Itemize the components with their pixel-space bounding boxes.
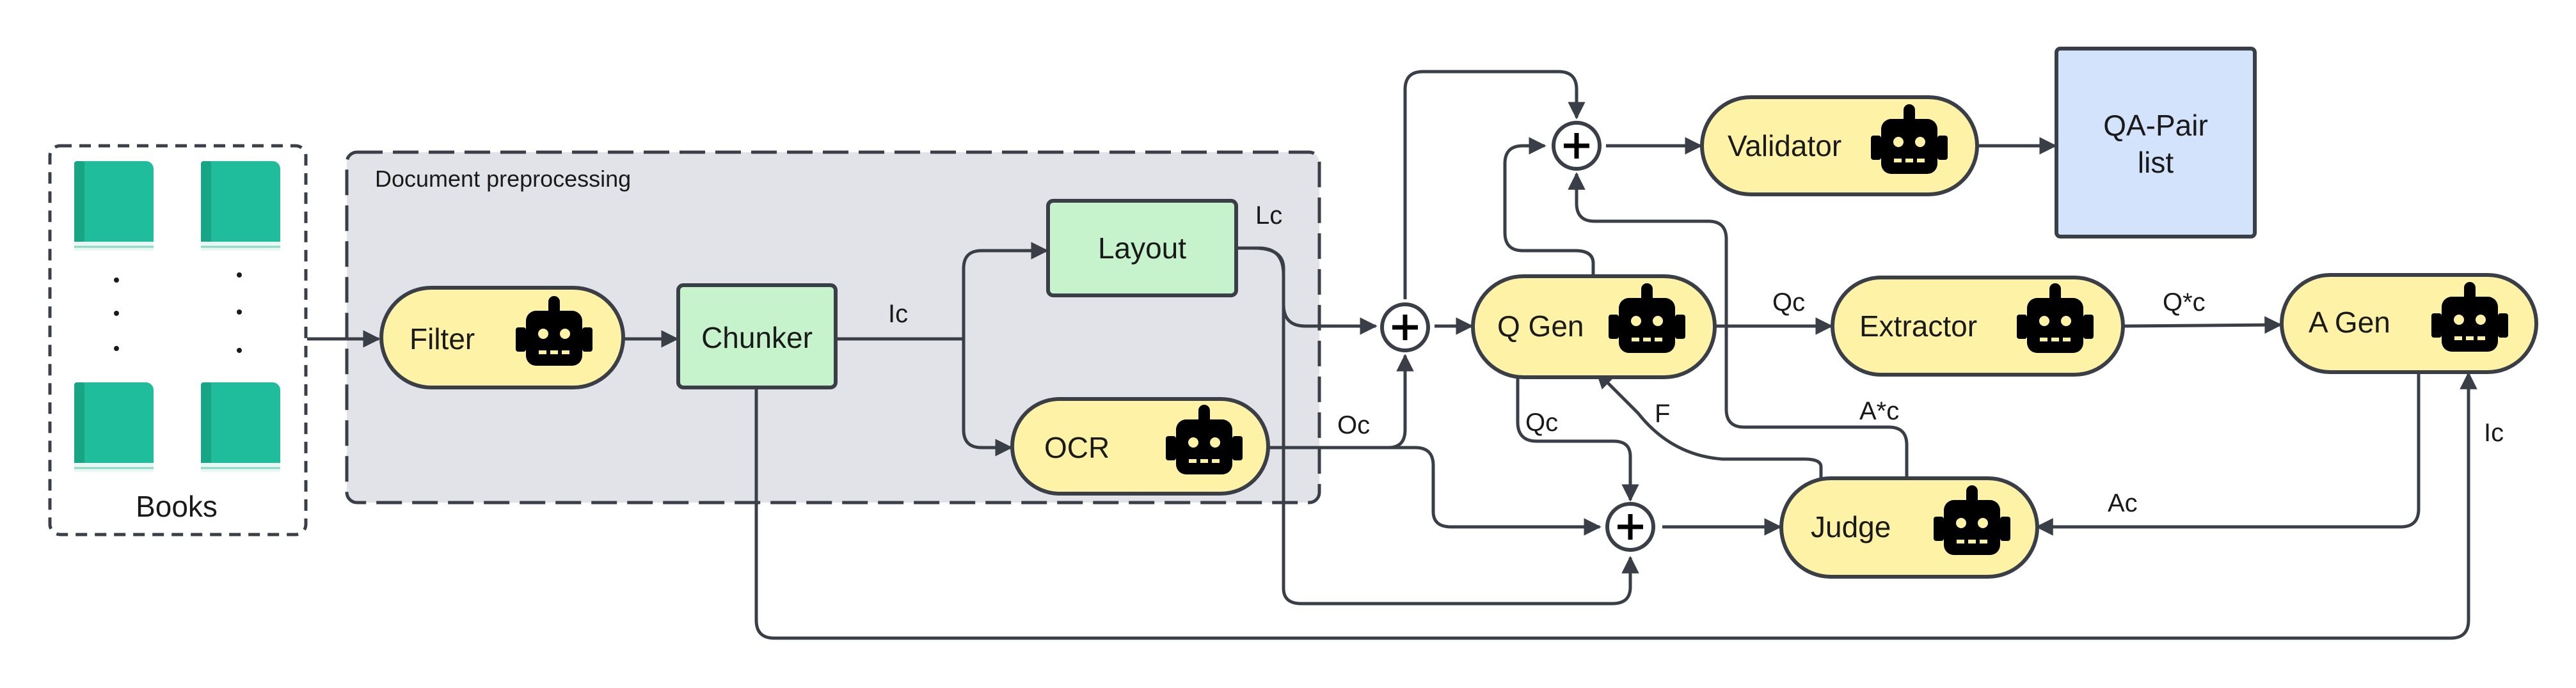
a-gen-label: A Gen: [2309, 306, 2390, 339]
books-label: Books: [136, 490, 218, 523]
book-icon: [200, 381, 282, 473]
layout-node: Layout: [1046, 199, 1238, 297]
books-panel: Books: [48, 144, 308, 536]
validator-label: Validator: [1728, 129, 1841, 162]
a-gen-node: A Gen: [2280, 273, 2538, 374]
edge-label-qc: Qc: [1772, 288, 1805, 317]
ocr-label: OCR: [1044, 431, 1109, 464]
book-icon: [200, 160, 282, 252]
edge-label-astar-c: A*c: [1859, 397, 1899, 425]
filter-node: Filter: [379, 286, 625, 389]
edge-label-ic-right: Ic: [2484, 419, 2504, 447]
edge-label-f: F: [1655, 400, 1670, 428]
sum-node-a: [1380, 302, 1430, 352]
layout-label: Layout: [1098, 231, 1186, 265]
judge-node: Judge: [1779, 476, 2039, 579]
sum-node-b: [1552, 121, 1602, 171]
extractor-label: Extractor: [1859, 309, 1977, 343]
filter-label: Filter: [409, 322, 475, 356]
edge-label-qstar-c: Q*c: [2163, 288, 2206, 317]
edge-label-ic: Ic: [888, 300, 908, 328]
book-icon: [73, 381, 155, 473]
qa-pair-list-node: QA-Pair list: [2055, 47, 2257, 238]
sum-node-c: [1605, 502, 1655, 552]
edge-label-lc: Lc: [1255, 201, 1282, 230]
edge-label-ac: Ac: [2108, 489, 2138, 517]
chunker-node: Chunker: [676, 283, 838, 389]
extractor-node: Extractor: [1831, 276, 2125, 377]
judge-label: Judge: [1811, 510, 1891, 543]
qa-pair-list-label: list: [2138, 146, 2174, 179]
edge-label-oc: Oc: [1337, 411, 1370, 439]
edge-label-qc-down: Qc: [1525, 409, 1558, 437]
chunker-label: Chunker: [701, 321, 813, 354]
validator-node: Validator: [1700, 95, 1979, 196]
ocr-node: OCR: [1010, 397, 1270, 496]
qa-pair-label: QA-Pair: [2103, 109, 2208, 142]
q-gen-label: Q Gen: [1497, 309, 1584, 343]
preprocessing-label: Document preprocessing: [375, 166, 631, 192]
book-icon: [73, 160, 155, 252]
q-gen-node: Q Gen: [1471, 274, 1717, 379]
connectors: [307, 70, 2477, 640]
